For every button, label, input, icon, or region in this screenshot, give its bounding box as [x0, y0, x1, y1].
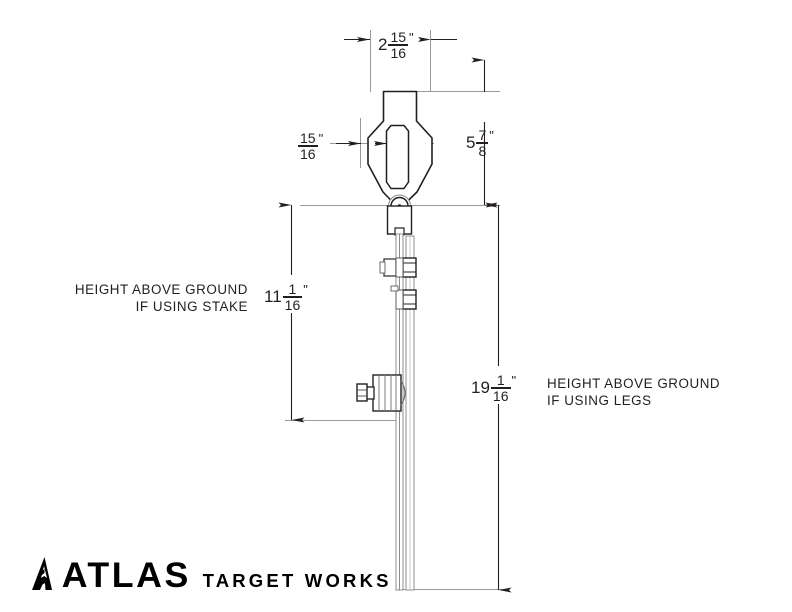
upper-clamp-assembly	[379, 257, 417, 278]
dim-label-slot-width: 15 16 "	[297, 130, 324, 162]
target-head-outline	[367, 90, 433, 205]
atlas-a-icon	[32, 557, 52, 590]
leg-mount-assembly	[356, 374, 406, 412]
dim-label-head-height: 5 7 8 "	[466, 127, 494, 159]
logo-brand-text: ATLAS	[61, 556, 191, 595]
dim-fraction: 15 16	[388, 29, 409, 61]
fraction-bar	[282, 296, 303, 298]
inch-mark: "	[409, 30, 414, 45]
note-line-2: IF USING STAKE	[135, 299, 248, 314]
note-height-above-ground-legs: HEIGHT ABOVE GROUND IF USING LEGS	[547, 375, 777, 409]
fraction-bar	[388, 44, 409, 46]
lower-clamp-assembly	[390, 285, 417, 310]
dim-fraction: 1 16	[490, 372, 511, 404]
dim-label-head-width: 2 15 16 "	[378, 29, 414, 61]
dim-fraction: 15 16	[298, 130, 318, 162]
main-post	[395, 233, 415, 591]
dim-whole: 19	[471, 378, 490, 398]
dim-whole: 2	[378, 35, 388, 55]
note-line-1: HEIGHT ABOVE GROUND	[547, 376, 721, 391]
dim-whole: 11	[264, 287, 282, 307]
dim-label-height-legs: 19 1 16 "	[471, 372, 517, 404]
inch-mark: "	[489, 128, 494, 143]
note-line-1: HEIGHT ABOVE GROUND	[74, 282, 248, 297]
fraction-bar	[298, 145, 318, 147]
inch-mark: "	[303, 282, 308, 297]
inch-mark: "	[511, 373, 517, 388]
fraction-bar	[476, 142, 489, 144]
dim-whole: 5	[466, 133, 476, 153]
logo-tagline-text: TARGET WORKS	[202, 570, 392, 591]
inch-mark: "	[318, 131, 324, 146]
fraction-bar	[490, 387, 511, 389]
note-height-above-ground-stake: HEIGHT ABOVE GROUND IF USING STAKE	[20, 281, 248, 315]
company-logo: ATLAS TARGET WORKS	[28, 556, 392, 593]
dim-fraction: 7 8	[476, 127, 489, 159]
note-line-2: IF USING LEGS	[547, 393, 652, 408]
pivot-bracket	[386, 205, 413, 236]
dim-label-height-stake: 11 1 16 "	[264, 281, 308, 313]
dim-fraction: 1 16	[282, 281, 303, 313]
